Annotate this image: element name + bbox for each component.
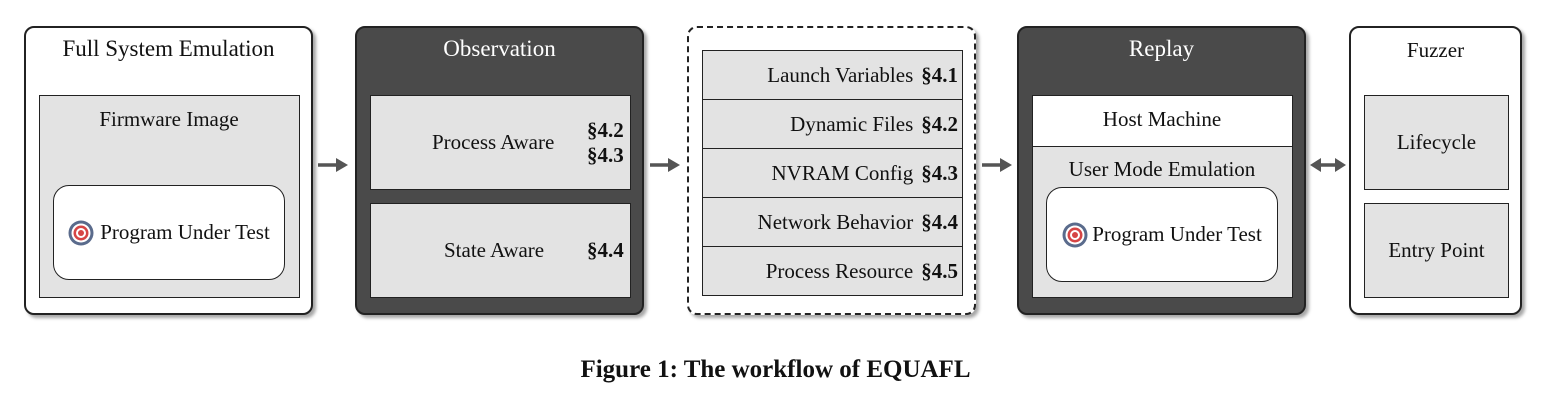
arrow-right-icon	[982, 158, 1012, 172]
variable-row-ref: §4.4	[921, 209, 958, 234]
variable-row: NVRAM Config §4.3	[702, 148, 963, 198]
replay-title: Replay	[1128, 36, 1195, 61]
variable-row: Network Behavior §4.4	[702, 197, 963, 247]
variable-row-label: Process Resource	[765, 258, 914, 283]
firmware-image-label: Firmware Image	[99, 107, 239, 131]
replay-panel: Replay Host Machine User Mode Emulation …	[1017, 26, 1306, 315]
variable-row: Process Resource §4.5	[702, 246, 963, 296]
entry-point-box: Entry Point	[1364, 203, 1509, 298]
arrow-right-icon	[318, 158, 348, 172]
arrow-right-icon	[650, 158, 680, 172]
user-mode-emulation-label: User Mode Emulation	[1068, 157, 1256, 181]
fuzzer-title: Fuzzer	[1406, 38, 1465, 62]
variable-row-ref: §4.3	[921, 160, 958, 185]
process-aware-label: Process Aware	[432, 130, 555, 154]
target-icon	[1062, 222, 1088, 247]
fuzzer-panel: Fuzzer Lifecycle Entry Point	[1349, 26, 1522, 315]
variable-row-label: NVRAM Config	[771, 160, 914, 185]
variable-row: Dynamic Files §4.2	[702, 99, 963, 149]
full-system-emulation-panel: Full System Emulation Firmware Image Pro…	[24, 26, 313, 315]
program-under-test-label: Program Under Test	[100, 220, 270, 244]
figure-caption: Figure 1: The workflow of EQUAFL	[580, 356, 971, 383]
variable-row-label: Launch Variables	[767, 62, 914, 87]
observation-title: Observation	[443, 36, 556, 61]
variable-row-label: Network Behavior	[757, 209, 914, 234]
variables-panel: Launch Variables §4.1 Dynamic Files §4.2…	[687, 26, 976, 315]
state-aware-box: State Aware §4.4	[370, 203, 631, 298]
variable-row: Launch Variables §4.1	[702, 50, 963, 100]
process-aware-ref-1: §4.2	[587, 118, 624, 142]
variables-list: Launch Variables §4.1 Dynamic Files §4.2…	[702, 50, 963, 296]
user-mode-emulation-box: User Mode Emulation Program Under Test	[1032, 146, 1293, 298]
state-aware-ref: §4.4	[587, 238, 624, 262]
process-aware-ref-2: §4.3	[587, 143, 624, 167]
variable-row-ref: §4.5	[921, 258, 958, 283]
lifecycle-label: Lifecycle	[1396, 130, 1477, 154]
target-icon	[68, 220, 94, 245]
variable-row-ref: §4.1	[921, 62, 958, 87]
variable-row-label: Dynamic Files	[790, 111, 914, 136]
firmware-image-box: Firmware Image Program Under Test	[39, 95, 300, 298]
process-aware-box: Process Aware §4.2 §4.3	[370, 95, 631, 190]
observation-panel: Observation Process Aware §4.2 §4.3 Stat…	[355, 26, 644, 315]
program-under-test-box: Program Under Test	[1046, 187, 1278, 282]
full-system-emulation-title: Full System Emulation	[62, 36, 275, 61]
state-aware-label: State Aware	[444, 238, 545, 262]
entry-point-label: Entry Point	[1388, 238, 1485, 262]
host-machine-label: Host Machine	[1102, 107, 1222, 131]
lifecycle-box: Lifecycle	[1364, 95, 1509, 190]
arrow-bidirectional-icon	[1310, 158, 1346, 172]
variable-row-ref: §4.2	[921, 111, 958, 136]
program-under-test-label: Program Under Test	[1092, 222, 1262, 246]
program-under-test-box: Program Under Test	[53, 185, 285, 280]
host-machine-box: Host Machine	[1032, 95, 1293, 147]
